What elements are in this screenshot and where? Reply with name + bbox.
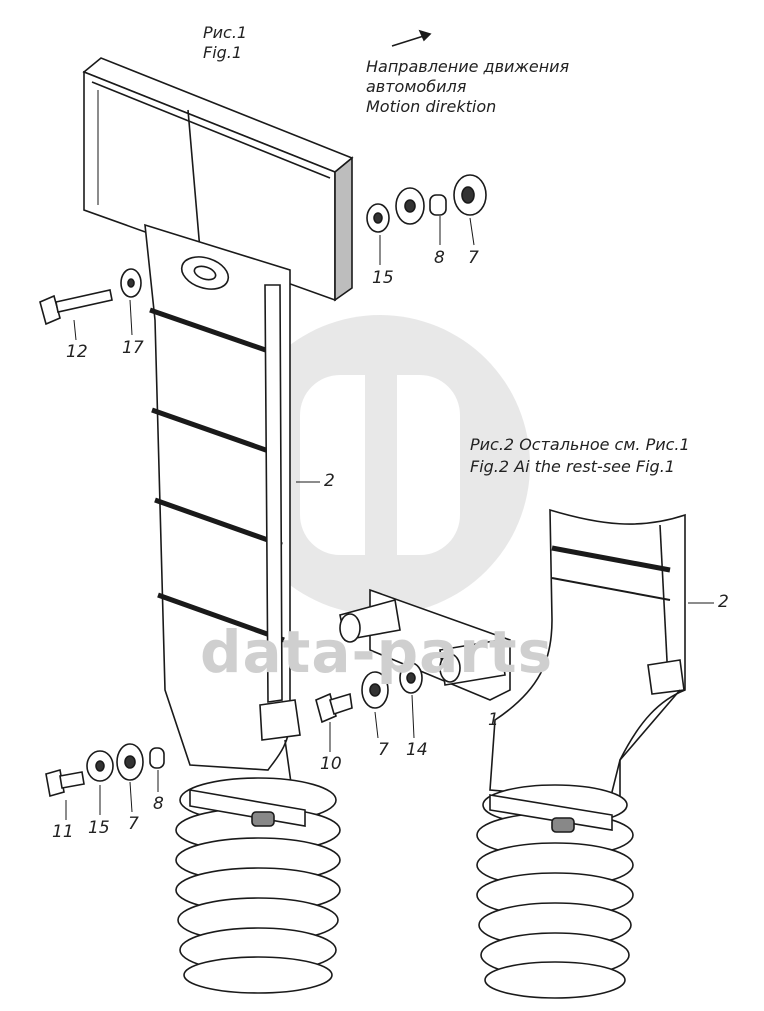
direction-label-line3: Motion direktion xyxy=(366,97,497,116)
callout-10: 10 xyxy=(320,754,342,774)
callout-7-fig2: 7 xyxy=(378,740,389,760)
fig2-caption-ru: Рис.2 Остальное см. Рис.1 xyxy=(470,435,690,454)
leader-lines xyxy=(65,216,714,820)
hardware-bottom xyxy=(45,743,165,798)
fig1-caption-ru: Рис.1 xyxy=(203,23,248,42)
watermark-logo xyxy=(230,315,530,615)
hardware-top xyxy=(366,174,487,233)
air-filter-box xyxy=(82,57,354,302)
direction-label-line1: Направление движения xyxy=(366,57,570,76)
callout-8-bottom: 8 xyxy=(153,794,164,814)
bracket-fig2 xyxy=(315,588,511,724)
fig1-caption-en: Fig.1 xyxy=(203,43,243,62)
callout-2-fig1: 2 xyxy=(324,471,335,491)
callout-7-top: 7 xyxy=(468,248,479,268)
callout-8-top: 8 xyxy=(434,248,445,268)
bellows-fig1 xyxy=(175,777,341,994)
bellows-fig2 xyxy=(476,784,634,999)
watermark-text: data-parts xyxy=(200,618,554,686)
direction-arrow xyxy=(391,29,432,47)
callout-12: 12 xyxy=(66,342,88,362)
callout-17: 17 xyxy=(122,338,144,358)
callout-11: 11 xyxy=(52,822,74,842)
callout-2-fig2: 2 xyxy=(718,592,729,612)
intake-pipe-fig2 xyxy=(489,508,686,801)
bolt-left xyxy=(39,268,142,326)
callout-15-bottom: 15 xyxy=(88,818,110,838)
callout-14: 14 xyxy=(406,740,428,760)
callout-15-top: 15 xyxy=(372,268,394,288)
callout-1-fig2: 1 xyxy=(488,710,499,730)
fig2-caption-en: Fig.2 Ai the rest-see Fig.1 xyxy=(470,457,675,476)
callout-7-bottom: 7 xyxy=(128,814,139,834)
direction-label-line2: автомобиля xyxy=(366,77,467,96)
intake-pipe-fig1 xyxy=(144,223,326,821)
